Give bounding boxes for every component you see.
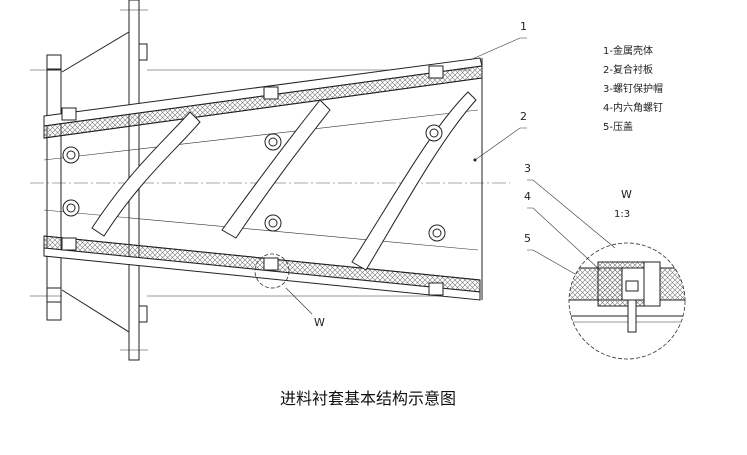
w-leader: [285, 287, 313, 315]
screw-caps: [61, 65, 444, 296]
liner-bolts: [62, 124, 446, 242]
cone-skirt-bottom: [61, 289, 130, 333]
callout-3-leader: [527, 179, 616, 249]
callout-w: W: [314, 316, 325, 329]
callout-5-leader: [527, 249, 576, 275]
legend-item-1: 1-金属壳体: [603, 44, 653, 57]
callout-5: 5: [524, 232, 531, 245]
lower-wall: [43, 235, 481, 301]
cone-skirt-top: [61, 31, 130, 73]
callout-4: 4: [524, 190, 531, 203]
legend-item-3: 3-螺钉保护帽: [603, 82, 663, 95]
callout-2: 2: [520, 110, 527, 123]
callout-1-leader: [469, 37, 527, 61]
legend: 1-金属壳体 2-复合衬板 3-螺钉保护帽 4-内六角螺钉 5-压盖: [603, 44, 663, 133]
figure-caption: 进料衬套基本结构示意图: [280, 389, 456, 408]
callout-1: 1: [520, 20, 527, 33]
left-flange: [30, 54, 62, 321]
legend-item-2: 2-复合衬板: [603, 63, 653, 76]
legend-item-4: 4-内六角螺钉: [603, 101, 663, 114]
detail-w-view: [568, 242, 686, 360]
callout-2-leader: [474, 127, 527, 161]
callout-3: 3: [524, 162, 531, 175]
callout-4-leader: [527, 207, 601, 271]
detail-w-marker: [254, 253, 290, 289]
detail-title: W: [621, 188, 632, 201]
spiral-ribs: [91, 91, 477, 271]
legend-item-5: 5-压盖: [603, 120, 633, 133]
detail-scale: 1:3: [614, 209, 630, 220]
